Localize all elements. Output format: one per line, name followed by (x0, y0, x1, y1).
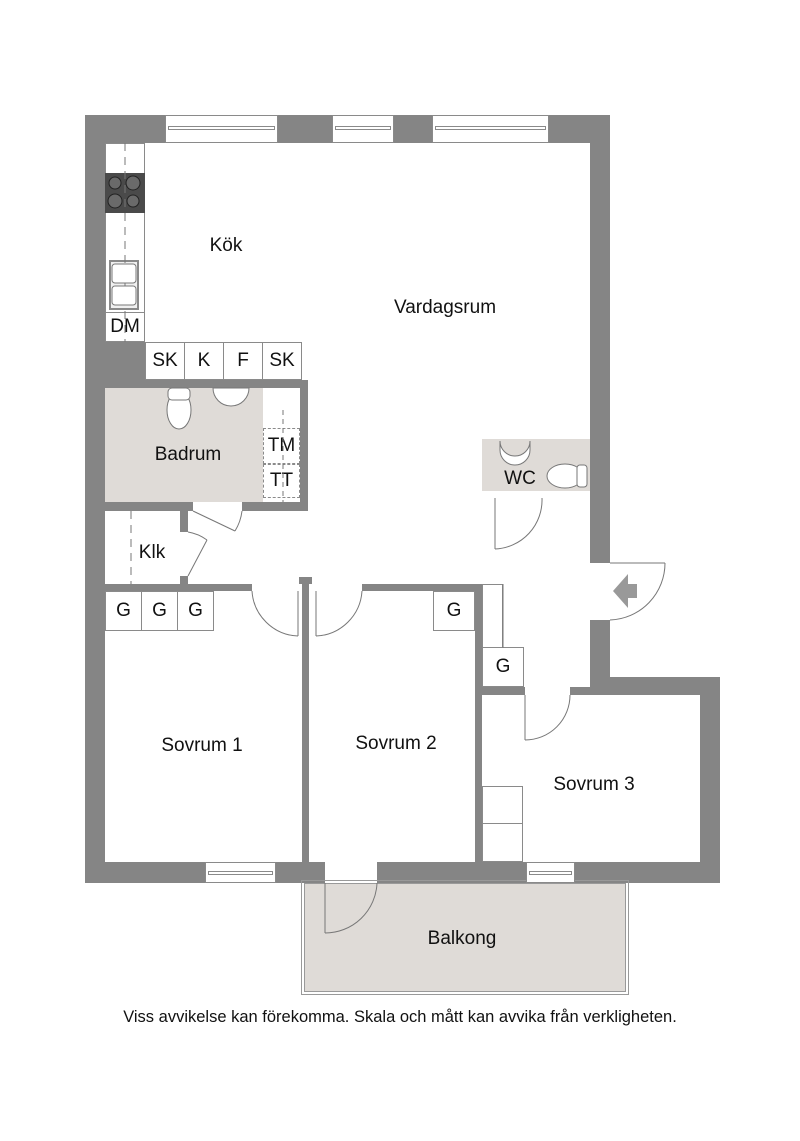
wall-bedroom3-top-inner-l (475, 687, 525, 695)
room-label-bedroom-3: Sovrum 3 (553, 774, 635, 795)
wall-bed2-bed3 (475, 584, 482, 866)
wall-closet-right-2 (180, 576, 188, 590)
wall-closet-right (180, 502, 188, 532)
room-label-bedroom-1: Sovrum 1 (161, 735, 243, 756)
wall-kitchen-divider (105, 342, 145, 387)
room-label-closet: Klk (138, 542, 166, 563)
kitchen-cabinet-4: SK (262, 342, 302, 380)
wall-bedroom2-top (362, 584, 482, 591)
wall-bedroom3-right (700, 677, 720, 883)
room-label-wc: WC (504, 468, 536, 489)
wall-bedroom3-top (590, 677, 720, 697)
room-label-bathroom: Badrum (154, 444, 222, 465)
washer: TM (263, 428, 300, 464)
wardrobe-bedroom1-2: G (141, 591, 178, 631)
dryer: TT (263, 464, 300, 498)
closet-floor (105, 511, 180, 584)
window-bedroom-3 (526, 862, 575, 883)
room-label-kitchen: Kök (209, 235, 243, 256)
balcony-floor (301, 880, 629, 995)
window-living-2 (432, 115, 549, 143)
wardrobe-bedroom2: G (433, 591, 475, 631)
bedroom3-shelf-1 (482, 786, 523, 824)
wall-bath-bottom-2 (242, 502, 308, 511)
room-label-living-room: Vardagsrum (393, 297, 497, 318)
window-living-1 (332, 115, 394, 143)
room-label-balcony: Balkong (427, 928, 497, 949)
bedroom3-shelf-2 (482, 823, 523, 862)
wall-kitchen-bath (105, 380, 305, 388)
wall-left (85, 115, 105, 883)
disclaimer-text: Viss avvikelse kan förekomma. Skala och … (123, 1008, 677, 1026)
entrance-arrow-icon (613, 574, 637, 608)
wall-bed1-bed2 (302, 578, 309, 866)
wardrobe-bedroom1-3: G (177, 591, 214, 631)
wall-bath-bottom (105, 502, 193, 511)
bedroom2-floor (309, 591, 475, 862)
wall-bath-right (300, 342, 308, 514)
window-bedroom-1 (205, 862, 276, 883)
wall-right-upper (590, 115, 610, 563)
wardrobe-hall: G (482, 647, 524, 687)
room-label-bedroom-2: Sovrum 2 (355, 733, 437, 754)
bedroom1-floor (105, 591, 302, 862)
wall-bedroom1-top (105, 584, 252, 591)
window-kitchen (165, 115, 278, 143)
wall-bedroom3-top-inner-r (570, 687, 610, 695)
